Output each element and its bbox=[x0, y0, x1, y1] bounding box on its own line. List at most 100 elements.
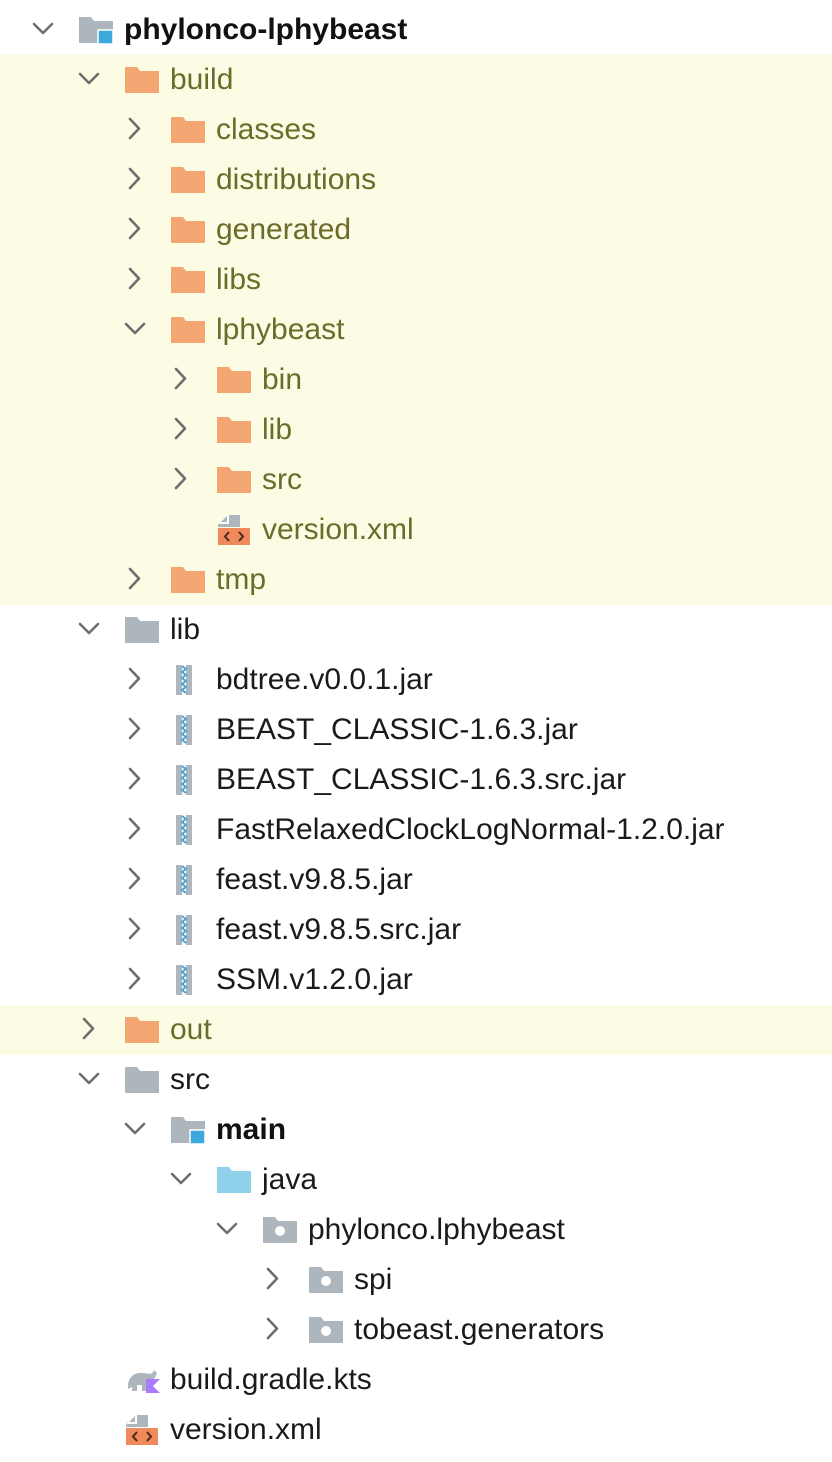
chevron-right-icon[interactable] bbox=[258, 1264, 288, 1294]
chevron-right-icon[interactable] bbox=[120, 964, 150, 994]
source-folder-icon bbox=[216, 1165, 252, 1195]
module-folder-icon bbox=[78, 15, 114, 45]
jar-archive-icon bbox=[170, 765, 206, 795]
chevron-right-icon[interactable] bbox=[120, 664, 150, 694]
tree-item-label: classes bbox=[216, 113, 317, 146]
chevron-down-icon[interactable] bbox=[74, 1064, 104, 1094]
excluded-folder-icon bbox=[170, 165, 206, 195]
tree-item-label: version.xml bbox=[170, 1413, 322, 1446]
tree-item-label: build bbox=[170, 63, 234, 96]
tree-item-label: lphybeast bbox=[216, 313, 345, 346]
chevron-right-icon[interactable] bbox=[74, 1014, 104, 1044]
excluded-folder-icon bbox=[170, 315, 206, 345]
chevron-right-icon[interactable] bbox=[120, 164, 150, 194]
excluded-folder-icon bbox=[170, 115, 206, 145]
tree-item-label: tmp bbox=[216, 563, 267, 596]
excluded-folder-icon bbox=[170, 215, 206, 245]
tree-item-label: build.gradle.kts bbox=[170, 1363, 372, 1396]
excluded-folder-icon bbox=[170, 265, 206, 295]
folder-icon bbox=[124, 615, 160, 645]
tree-item-label: BEAST_CLASSIC-1.6.3.jar bbox=[216, 713, 578, 746]
tree-row[interactable]: BEAST_CLASSIC-1.6.3.src.jar bbox=[0, 755, 832, 805]
chevron-down-icon[interactable] bbox=[166, 1164, 196, 1194]
xml-file-icon bbox=[216, 515, 252, 545]
tree-row[interactable]: src bbox=[0, 455, 832, 505]
chevron-right-icon[interactable] bbox=[120, 764, 150, 794]
tree-item-label: phylonco.lphybeast bbox=[308, 1213, 565, 1246]
folder-icon bbox=[124, 1065, 160, 1095]
excluded-folder-icon bbox=[216, 465, 252, 495]
tree-row[interactable]: out bbox=[0, 1005, 832, 1055]
tree-row[interactable]: distributions bbox=[0, 155, 832, 205]
chevron-down-icon[interactable] bbox=[120, 1114, 150, 1144]
tree-item-label: generated bbox=[216, 213, 352, 246]
tree-row[interactable]: build.gradle.kts bbox=[0, 1355, 832, 1405]
tree-item-label: libs bbox=[216, 263, 262, 296]
chevron-right-icon[interactable] bbox=[166, 414, 196, 444]
chevron-right-icon[interactable] bbox=[120, 264, 150, 294]
package-icon bbox=[308, 1265, 344, 1295]
tree-row[interactable]: lphybeast bbox=[0, 305, 832, 355]
tree-row[interactable]: feast.v9.8.5.jar bbox=[0, 855, 832, 905]
tree-row[interactable]: version.xml bbox=[0, 505, 832, 555]
chevron-right-icon[interactable] bbox=[120, 214, 150, 244]
tree-row[interactable]: java bbox=[0, 1155, 832, 1205]
tree-row[interactable]: BEAST_CLASSIC-1.6.3.jar bbox=[0, 705, 832, 755]
package-icon bbox=[308, 1315, 344, 1345]
excluded-folder-icon bbox=[216, 415, 252, 445]
tree-item-label: BEAST_CLASSIC-1.6.3.src.jar bbox=[216, 763, 627, 796]
tree-row[interactable]: feast.v9.8.5.src.jar bbox=[0, 905, 832, 955]
jar-archive-icon bbox=[170, 815, 206, 845]
tree-item-label: SSM.v1.2.0.jar bbox=[216, 963, 413, 996]
tree-row[interactable]: tobeast.generators bbox=[0, 1305, 832, 1355]
tree-row[interactable]: generated bbox=[0, 205, 832, 255]
tree-row[interactable]: version.xml bbox=[0, 1405, 832, 1455]
tree-row[interactable]: src bbox=[0, 1055, 832, 1105]
tree-item-label: distributions bbox=[216, 163, 377, 196]
tree-item-label: src bbox=[262, 463, 302, 496]
tree-item-label: FastRelaxedClockLogNormal-1.2.0.jar bbox=[216, 813, 725, 846]
chevron-right-icon[interactable] bbox=[120, 714, 150, 744]
tree-row[interactable]: FastRelaxedClockLogNormal-1.2.0.jar bbox=[0, 805, 832, 855]
chevron-down-icon[interactable] bbox=[74, 64, 104, 94]
tree-row[interactable]: bin bbox=[0, 355, 832, 405]
excluded-folder-icon bbox=[216, 365, 252, 395]
chevron-right-icon[interactable] bbox=[166, 464, 196, 494]
chevron-right-icon[interactable] bbox=[120, 914, 150, 944]
tree-row[interactable]: build bbox=[0, 55, 832, 105]
chevron-down-icon[interactable] bbox=[120, 314, 150, 344]
xml-file-icon bbox=[124, 1415, 160, 1445]
package-icon bbox=[262, 1215, 298, 1245]
gradle-kotlin-icon bbox=[124, 1365, 160, 1395]
jar-archive-icon bbox=[170, 915, 206, 945]
tree-row[interactable]: phylonco.lphybeast bbox=[0, 1205, 832, 1255]
excluded-folder-icon bbox=[124, 65, 160, 95]
chevron-down-icon[interactable] bbox=[28, 14, 58, 44]
chevron-right-icon[interactable] bbox=[120, 114, 150, 144]
tree-row[interactable]: lib bbox=[0, 405, 832, 455]
jar-archive-icon bbox=[170, 865, 206, 895]
tree-item-label: bin bbox=[262, 363, 303, 396]
tree-row[interactable]: spi bbox=[0, 1255, 832, 1305]
tree-row[interactable]: SSM.v1.2.0.jar bbox=[0, 955, 832, 1005]
tree-row[interactable]: tmp bbox=[0, 555, 832, 605]
tree-item-label: phylonco-lphybeast bbox=[124, 13, 408, 46]
tree-item-label: main bbox=[216, 1113, 287, 1146]
tree-item-label: src bbox=[170, 1063, 210, 1096]
tree-row[interactable]: lib bbox=[0, 605, 832, 655]
chevron-right-icon[interactable] bbox=[120, 814, 150, 844]
tree-row[interactable]: phylonco-lphybeast bbox=[0, 5, 832, 55]
tree-item-label: bdtree.v0.0.1.jar bbox=[216, 663, 433, 696]
chevron-right-icon[interactable] bbox=[166, 364, 196, 394]
excluded-folder-icon bbox=[124, 1015, 160, 1045]
jar-archive-icon bbox=[170, 715, 206, 745]
chevron-right-icon[interactable] bbox=[120, 564, 150, 594]
chevron-right-icon[interactable] bbox=[258, 1314, 288, 1344]
tree-row[interactable]: classes bbox=[0, 105, 832, 155]
tree-row[interactable]: main bbox=[0, 1105, 832, 1155]
chevron-down-icon[interactable] bbox=[212, 1214, 242, 1244]
tree-row[interactable]: libs bbox=[0, 255, 832, 305]
chevron-right-icon[interactable] bbox=[120, 864, 150, 894]
tree-row[interactable]: bdtree.v0.0.1.jar bbox=[0, 655, 832, 705]
chevron-down-icon[interactable] bbox=[74, 614, 104, 644]
